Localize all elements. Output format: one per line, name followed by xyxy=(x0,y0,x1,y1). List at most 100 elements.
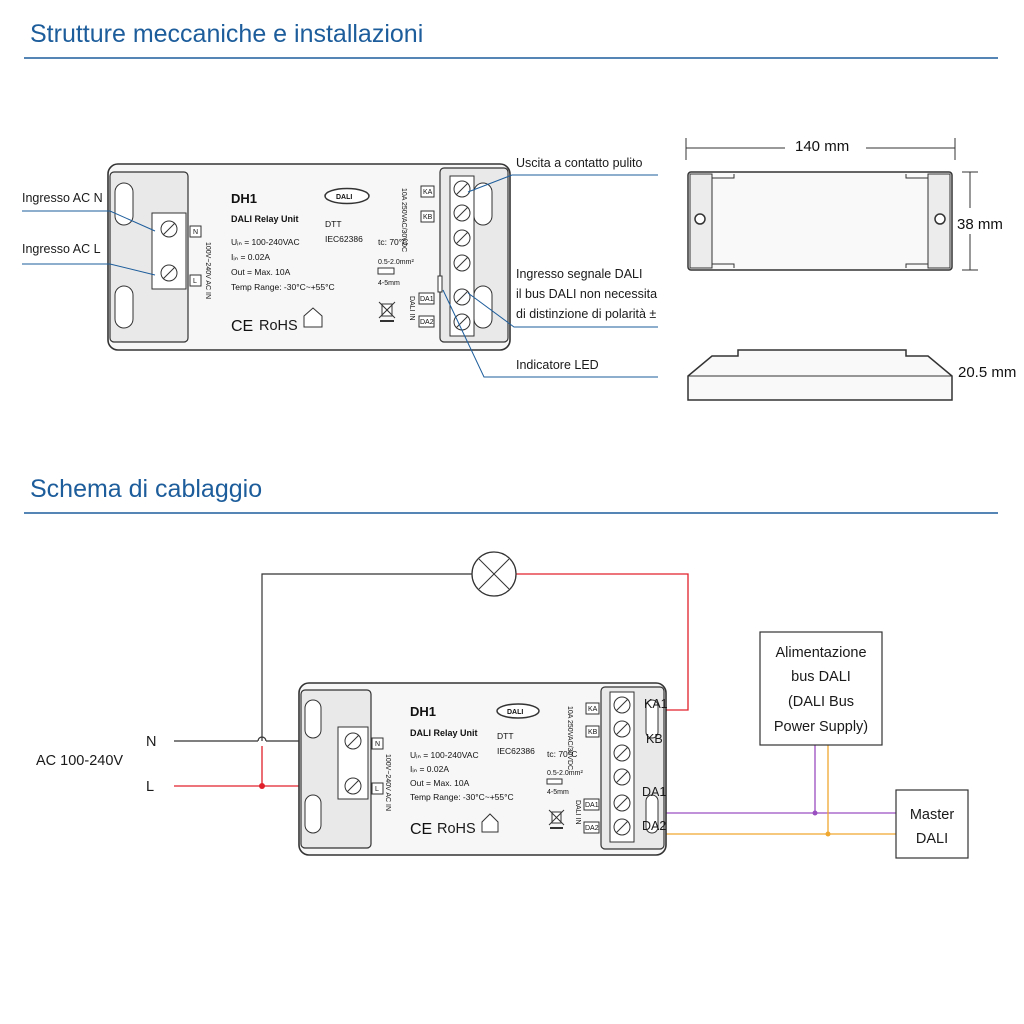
rohs-mark: RoHS xyxy=(259,318,298,334)
wiring-wire-strip: 4-5mm xyxy=(547,789,569,796)
wiring-rohs-mark: RoHS xyxy=(437,821,476,837)
input-rating-text: 100V~240V AC IN xyxy=(204,242,211,299)
line-n-label: N xyxy=(146,734,156,750)
wiring-spec-iin: Iᵢₙ = 0.02A xyxy=(410,764,449,774)
device-name: DALI Relay Unit xyxy=(231,214,299,224)
ac-supply-label: AC 100-240V xyxy=(36,753,123,769)
indoor-use-icon xyxy=(303,307,323,328)
neutral-to-lamp xyxy=(261,573,472,741)
callout-clean-contact: Uscita a contatto pulito xyxy=(516,156,643,170)
wiring-spec-temp: Temp Range: -30°C~+55°C xyxy=(410,792,514,802)
device-model: DH1 xyxy=(231,191,257,206)
dimension-top-view: 140 mm 38 mm xyxy=(685,138,1003,271)
wiring-input-rating: 100V~240V AC IN xyxy=(384,754,391,811)
pin-label-da1: DA1 xyxy=(420,296,434,303)
wire-strip-label: 4-5mm xyxy=(378,280,400,287)
wiring-pin-da2: DA2 xyxy=(585,825,599,832)
dali-logo-text: DALI xyxy=(336,194,352,201)
wiring-pin-n: N xyxy=(375,741,380,748)
wiring-device-model: DH1 xyxy=(410,704,436,719)
dali-power-supply-box: Alimentazione bus DALI (DALI Bus Power S… xyxy=(759,631,883,746)
lamp-to-ka xyxy=(516,573,689,711)
wiring-dali-in: DALI IN xyxy=(574,800,581,825)
mount-slot xyxy=(473,285,493,329)
callout-led-leader xyxy=(442,289,658,378)
wire-strip-icon xyxy=(377,267,395,275)
terminal-da1-label: DA1 xyxy=(642,785,666,799)
output-screws xyxy=(453,180,471,331)
wiring-pin-da1: DA1 xyxy=(585,802,599,809)
callout-clean-contact-leader xyxy=(467,174,658,193)
wiring-spec-uin: Uᵢₙ = 100-240VAC xyxy=(410,750,479,760)
dimension-length: 140 mm xyxy=(795,138,849,155)
psu-line-3: (DALI Bus xyxy=(788,694,854,710)
dali-in-text: DALI IN xyxy=(408,296,415,321)
pin-label-da2: DA2 xyxy=(420,319,434,326)
callout-dali-signal-leader xyxy=(467,292,658,328)
tc-label: tc: 70°C xyxy=(378,237,408,247)
callout-ac-n-leader xyxy=(22,210,156,232)
wiring-spec-out: Out = Max. 10A xyxy=(410,778,470,788)
callout-dali-signal-2: il bus DALI non necessita xyxy=(516,287,657,301)
wiring-pin-ka: KA xyxy=(588,706,598,713)
pin-label-l-box xyxy=(189,274,202,287)
terminal-da2-label: DA2 xyxy=(642,819,666,833)
master-dali-box: Master DALI xyxy=(895,789,969,859)
spec-uin: Uᵢₙ = 100-240VAC xyxy=(231,237,300,247)
callout-led: Indicatore LED xyxy=(516,358,599,372)
mount-slot xyxy=(114,182,134,226)
wiring-device-name: DALI Relay Unit xyxy=(410,728,478,738)
terminal-kb-label: KB xyxy=(646,732,663,746)
device-body xyxy=(107,163,511,351)
callout-dali-signal-3: di distinzione di polarità ± xyxy=(516,307,656,321)
wiring-tc: tc: 70°C xyxy=(547,749,577,759)
callout-ac-l-leader xyxy=(22,263,156,276)
wiring-pin-kb: KB xyxy=(588,729,598,736)
device-wiring-view: N L 100V~240V AC IN KA KB DA1 DA2 10A 25… xyxy=(298,682,667,856)
dimension-height: 20.5 mm xyxy=(958,364,1016,381)
dimension-side-view: 20.5 mm xyxy=(687,349,1016,401)
section1-title: Strutture meccaniche e installazioni xyxy=(30,20,423,48)
pin-label-ka: KA xyxy=(423,189,433,196)
lamp-icon xyxy=(471,551,517,597)
relay-rating-text: 10A 250VAC/30VDC xyxy=(400,188,407,252)
terminal-ka1-label: KA1 xyxy=(644,697,668,711)
wiring-weee-icon xyxy=(548,809,565,829)
psu-line-1: Alimentazione xyxy=(775,645,866,661)
dali-logo xyxy=(324,187,370,205)
dtt-label: DTT xyxy=(325,219,342,229)
mount-slot xyxy=(473,182,493,226)
spec-temp: Temp Range: -30°C~+55°C xyxy=(231,282,335,292)
mount-slot xyxy=(114,285,134,329)
callout-ac-n: Ingresso AC N xyxy=(22,191,103,205)
callout-dali-signal-1: Ingresso segnale DALI xyxy=(516,267,642,281)
pin-label-n: N xyxy=(193,229,198,236)
spec-out: Out = Max. 10A xyxy=(231,267,291,277)
pin-label-kb: KB xyxy=(423,214,433,221)
pin-label-n-box xyxy=(189,225,202,238)
dimension-width: 38 mm xyxy=(957,216,1003,233)
wiring-iec: IEC62386 xyxy=(497,746,535,756)
led-window xyxy=(437,275,443,293)
line-l-label: L xyxy=(146,779,154,795)
iec-label: IEC62386 xyxy=(325,234,363,244)
wiring-pin-l: L xyxy=(375,786,379,793)
pin-label-l: L xyxy=(193,278,197,285)
wiring-indoor-icon xyxy=(481,813,499,833)
wiring-wire-section: 0.5-2.0mm² xyxy=(547,770,583,777)
wire-section-label: 0.5-2.0mm² xyxy=(378,259,414,266)
spec-iin: Iᵢₙ = 0.02A xyxy=(231,252,270,262)
wiring-ce-mark: CE xyxy=(410,821,432,838)
master-line-1: Master xyxy=(910,807,954,823)
psu-line-4: Power Supply) xyxy=(774,719,868,735)
psu-line-2: bus DALI xyxy=(791,669,851,685)
ce-mark: CE xyxy=(231,318,253,335)
wiring-dali-logo: DALI xyxy=(507,709,523,716)
callout-ac-l: Ingresso AC L xyxy=(22,242,101,256)
wiring-relay-rating: 10A 250VAC/30VDC xyxy=(566,706,573,770)
device-top-view: N L 100V~240V AC IN KA KB DA1 DA2 10A 25… xyxy=(107,163,511,351)
weee-bin-icon xyxy=(378,301,396,322)
master-line-2: DALI xyxy=(916,831,948,847)
